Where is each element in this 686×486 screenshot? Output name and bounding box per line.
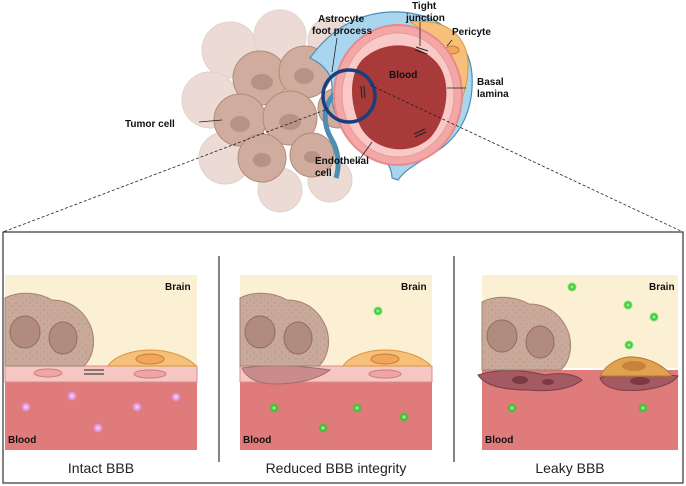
blood-label: Blood [8, 435, 36, 446]
tumor-cell-cluster [181, 9, 359, 213]
label-astrocyte-2: foot process [312, 26, 372, 37]
label-tight-1: Tight [412, 1, 437, 12]
callout-lines [2, 22, 684, 233]
blood-vessel-cross-section [309, 11, 473, 181]
panel-caption: Intact BBB [68, 460, 134, 476]
blood-region [5, 370, 197, 450]
pericyte-nucleus [622, 361, 646, 371]
endothelial-nucleus [33, 368, 63, 378]
damaged-endothelium [477, 369, 583, 392]
zoom-dashed-left [2, 109, 326, 233]
panels-frame [2, 231, 684, 484]
tumor-cells [239, 292, 330, 367]
particles-pink [21, 391, 181, 433]
label-endothelial-2: cell [315, 168, 332, 179]
brain-label: Brain [401, 282, 427, 293]
tight-junction-marks [84, 369, 104, 375]
panel-leaky: Brain Blood Leaky BBB [477, 275, 679, 476]
tight-junction-marks [360, 46, 429, 138]
astrocyte-branch [322, 89, 341, 179]
label-basal-2: lamina [477, 89, 509, 100]
label-endothelial-1: Endothelial [315, 156, 369, 167]
label-blood-top: Blood [389, 70, 417, 81]
particles-green [507, 282, 659, 413]
blood-label: Blood [485, 435, 513, 446]
particles-green [269, 306, 409, 433]
panel-intact: Brain Blood Intact BBB [4, 275, 198, 476]
tumor-cells [481, 296, 572, 371]
label-basal-1: Basal [477, 77, 504, 88]
vessel-lumen [352, 45, 447, 150]
brain-label: Brain [649, 282, 675, 293]
panel-caption: Leaky BBB [535, 460, 604, 476]
pericyte-nucleus [135, 353, 165, 365]
label-tight-2: junction [405, 13, 445, 24]
brain-label: Brain [165, 282, 191, 293]
label-tumor: Tumor cell [125, 119, 175, 130]
endothelial-nucleus [133, 369, 167, 379]
endothelial-nucleus [368, 369, 402, 379]
label-pericyte: Pericyte [452, 27, 491, 38]
label-astrocyte-1: Astrocyte [318, 14, 365, 25]
panel-caption: Reduced BBB integrity [266, 460, 407, 476]
zoom-dashed-right [369, 84, 684, 233]
damage-spots [512, 376, 650, 385]
zoom-circle [321, 68, 377, 124]
panel-reduced: Brain Blood Reduced BBB integrity [239, 275, 433, 476]
tumor-cells [4, 292, 95, 367]
pericyte-nucleus [370, 353, 400, 365]
top-labels: Astrocyte foot process Tight junction Pe… [125, 1, 509, 179]
blood-label: Blood [243, 435, 271, 446]
